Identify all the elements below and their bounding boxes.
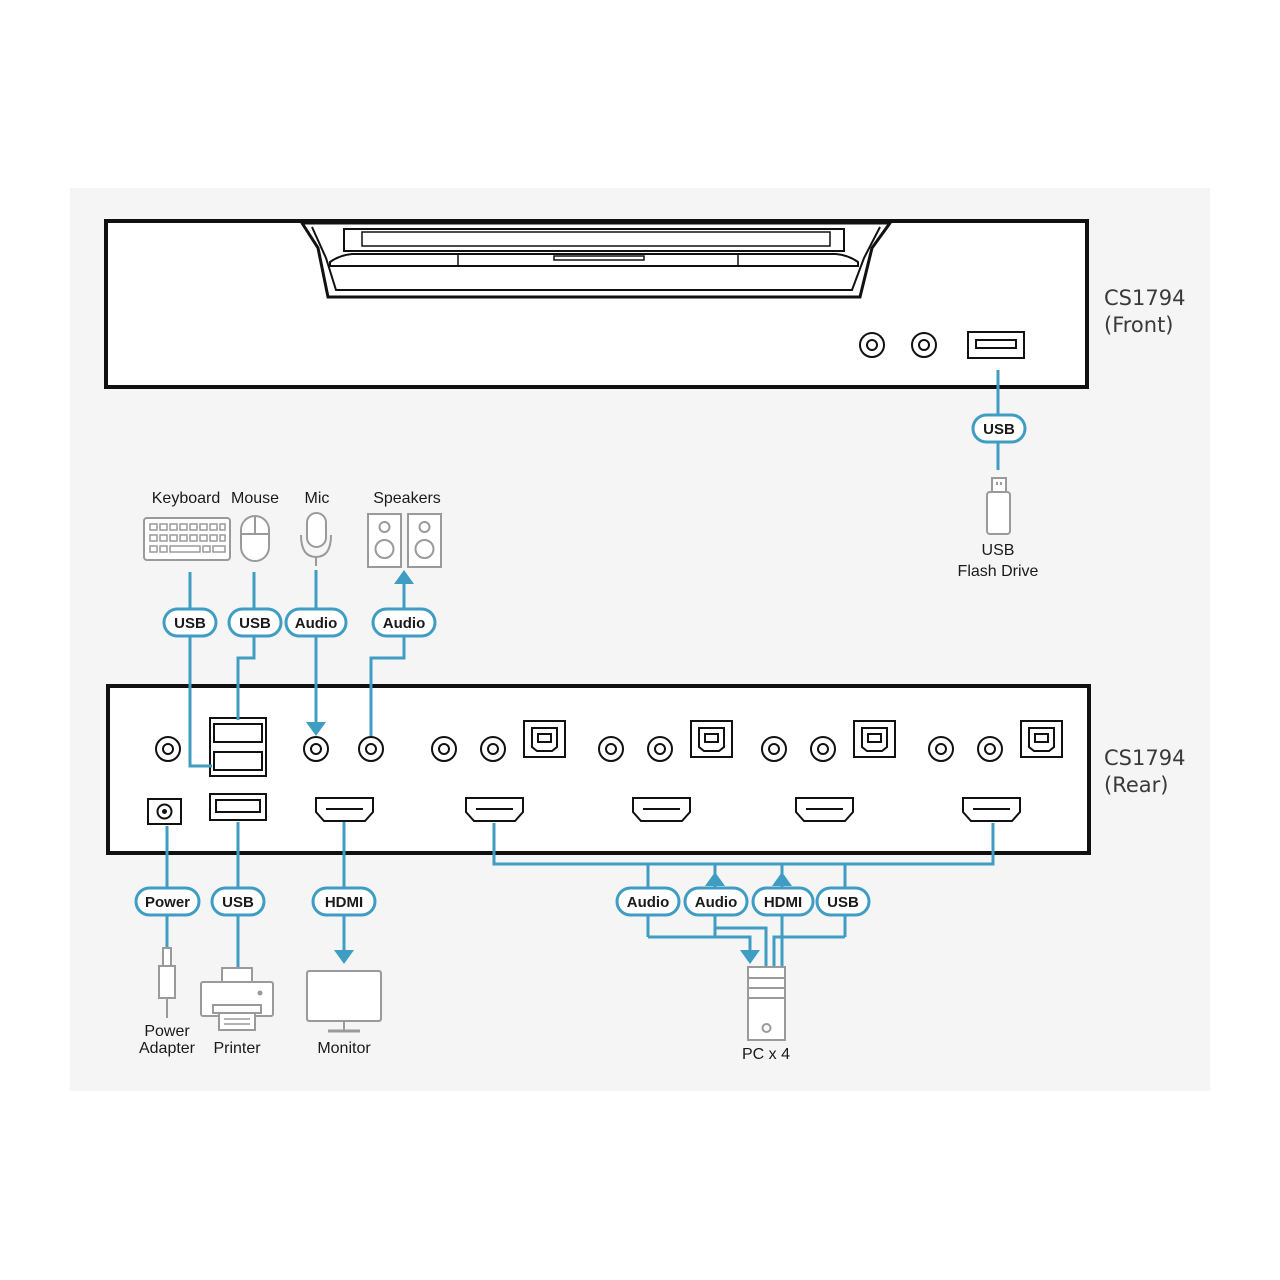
svg-text:USB: USB	[239, 615, 271, 632]
svg-text:USB: USB	[983, 421, 1015, 438]
svg-text:USB: USB	[827, 894, 859, 911]
rear-power-jack	[147, 798, 182, 825]
monitor-arrow	[334, 950, 354, 964]
pc-audio-arrow	[705, 872, 725, 886]
pc-hdmi-pill: HDMI	[751, 886, 815, 917]
pc-port-group-2	[598, 720, 733, 822]
printer-label: Printer	[213, 1040, 261, 1057]
svg-text:HDMI: HDMI	[325, 894, 363, 911]
mouse-icon	[240, 515, 270, 562]
pc-hdmi-arrow	[772, 872, 792, 886]
power-adapter-icon	[158, 947, 176, 1018]
mouse-usb-pill: USB	[227, 607, 283, 638]
pc-audio-in-arrow	[740, 950, 760, 964]
power-pill: Power	[134, 886, 201, 917]
pc-audio-pill-1: Audio	[615, 886, 681, 917]
printer-usb-pill: USB	[210, 886, 266, 917]
rear-console-usb-stack	[209, 717, 267, 777]
monitor-icon	[306, 970, 382, 1033]
monitor-label: Monitor	[317, 1040, 371, 1057]
rear-speaker-jack	[358, 736, 384, 762]
pc-port-group-1	[431, 720, 566, 822]
speakers-label: Speakers	[373, 490, 441, 507]
front-title-line2: (Front)	[1104, 313, 1174, 337]
pc-tower-icon	[747, 966, 786, 1041]
svg-text:Audio: Audio	[295, 615, 338, 632]
svg-text:USB: USB	[222, 894, 254, 911]
rear-aux-jack	[155, 736, 181, 762]
svg-text:HDMI: HDMI	[764, 894, 802, 911]
front-audio-jack-2	[911, 332, 937, 358]
keyboard-icon	[143, 517, 231, 561]
usb-flash-label-line1: USB	[982, 542, 1015, 559]
front-audio-jack-1	[859, 332, 885, 358]
pc-label: PC x 4	[742, 1046, 790, 1063]
pc-port-group-4	[928, 720, 1063, 822]
front-unit: CS1794 (Front)	[104, 219, 1185, 389]
svg-text:Power: Power	[145, 894, 190, 911]
rear-title-line2: (Rear)	[1104, 773, 1168, 797]
rear-printer-usb-port	[209, 793, 267, 821]
printer-icon	[200, 967, 274, 1031]
usb-flash-drive-icon	[986, 477, 1011, 535]
power-adapter-label-line2: Adapter	[139, 1040, 196, 1057]
rear-unit: CS1794 (Rear)	[106, 684, 1185, 855]
front-usb-port	[967, 331, 1025, 359]
pc-port-group-3	[761, 720, 896, 822]
front-drawer-handle	[299, 221, 893, 299]
mic-label: Mic	[305, 490, 330, 507]
mic-audio-pill: Audio	[284, 607, 348, 638]
svg-text:Audio: Audio	[627, 894, 670, 911]
front-title-line1: CS1794	[1104, 286, 1185, 310]
usb-flash-label-line2: Flash Drive	[958, 563, 1039, 580]
rear-chassis	[106, 684, 1091, 855]
mic-arrow	[306, 722, 326, 736]
rear-mic-jack	[303, 736, 329, 762]
keyboard-label: Keyboard	[152, 490, 221, 507]
front-usb-pill: USB	[971, 413, 1027, 444]
mouse-label: Mouse	[231, 490, 279, 507]
svg-text:USB: USB	[174, 615, 206, 632]
microphone-icon	[300, 512, 332, 566]
keyboard-usb-pill: USB	[162, 607, 218, 638]
svg-text:Audio: Audio	[383, 615, 426, 632]
power-adapter-label-line1: Power	[144, 1023, 190, 1040]
monitor-hdmi-pill: HDMI	[311, 886, 377, 917]
rear-console-hdmi-out	[315, 797, 374, 822]
speakers-audio-pill: Audio	[371, 607, 437, 638]
svg-text:Audio: Audio	[695, 894, 738, 911]
pc-usb-pill: USB	[815, 886, 871, 917]
pc-audio-pill-2: Audio	[683, 886, 749, 917]
rear-title-line1: CS1794	[1104, 746, 1185, 770]
speakers-icon	[367, 513, 442, 568]
speakers-arrow	[394, 570, 414, 584]
